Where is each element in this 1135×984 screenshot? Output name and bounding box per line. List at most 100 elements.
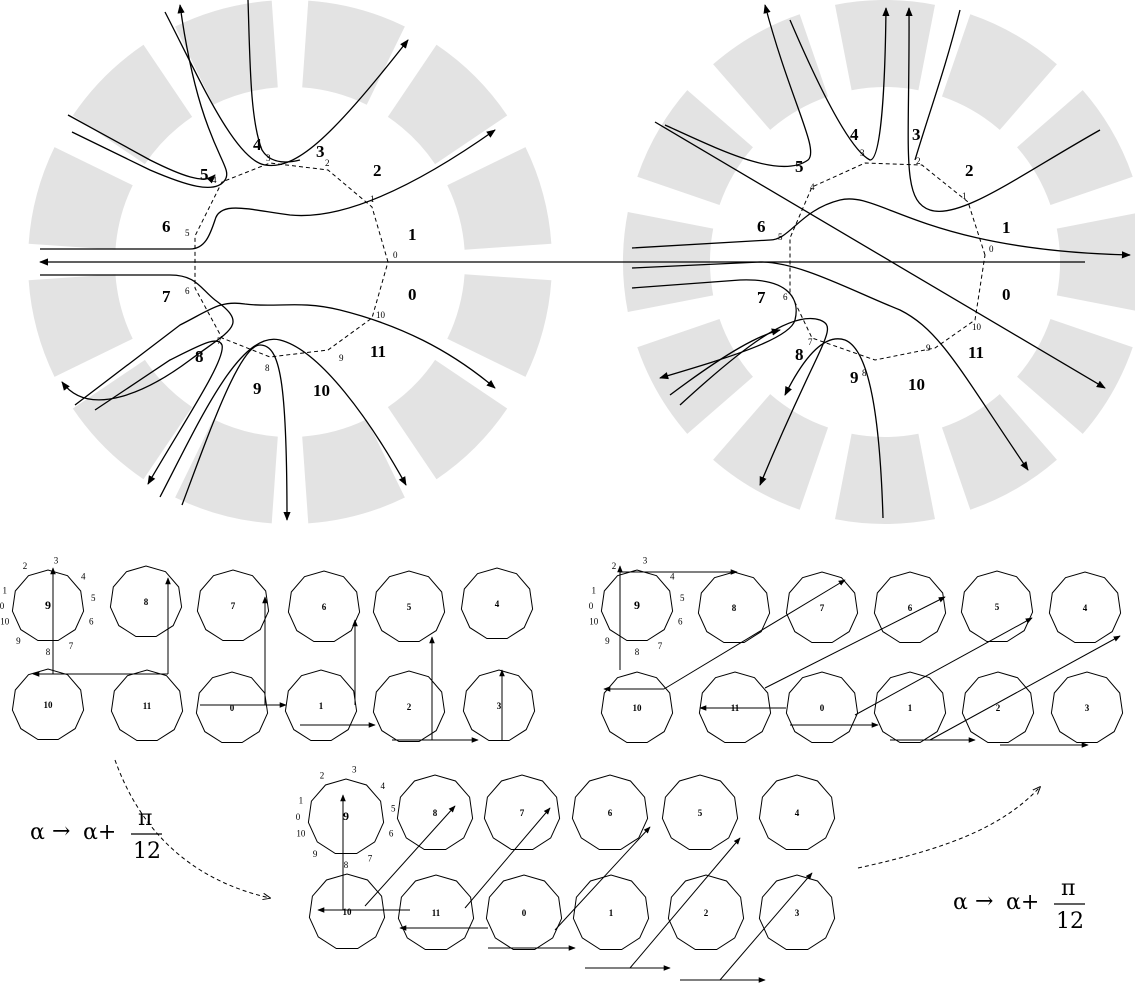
node-label: 3 [795,908,800,918]
node-polygon [483,774,561,850]
left-dashed-polygon [194,162,389,358]
right-vertex-labels: 0 1 2 3 4 5 6 7 8 9 10 [778,148,994,378]
sector-label: 1 [408,225,417,244]
vertex-label: 6 [783,292,788,302]
node-polygon [661,774,739,850]
transform-equation-right: α → α+ π 12 [953,876,1085,934]
sector-label: 11 [968,343,984,362]
vertex-label: 6 [89,617,94,627]
node: 6 [873,571,947,643]
node-polygon [600,671,674,743]
left-vertex-labels: 0 1 2 3 4 5 6 7 8 9 10 [185,153,398,373]
node-polygon [758,874,836,950]
node: 5 [960,570,1034,642]
node: 1 [873,671,947,743]
node: 5 [661,774,739,850]
vertex-label: 3 [352,765,357,775]
node-label: 8 [433,808,438,818]
node: 3 [758,874,836,950]
node: 7 [196,569,270,641]
magnet-sector [1017,318,1133,434]
node-polygon [1048,571,1122,643]
node-polygon [697,571,771,643]
sector-label: 6 [757,217,766,236]
eq-denominator: 12 [1056,909,1084,934]
sector-label: 9 [850,368,859,387]
sector-label: 7 [757,288,766,307]
node: 7 [785,571,859,643]
node: 8 [697,571,771,643]
vertex-label: 6 [678,617,683,627]
node-polygon [110,669,184,741]
magnet-sector [637,90,753,206]
node-polygon [307,778,385,854]
vertex-label: 4 [212,175,217,185]
node: 11 [397,874,475,950]
node: 4 [1048,571,1122,643]
magnet-sector [28,274,133,377]
magnet-sector [302,419,405,524]
right-dashed-polygon [789,162,986,361]
node: 4 [758,774,836,850]
sector-label: 1 [1002,218,1011,237]
vertex-label: 7 [368,854,373,864]
vertex-label: 10 [376,310,386,320]
node: 7 [483,774,561,850]
node-label: 0 [230,703,235,713]
node-label: 4 [495,599,500,609]
node-label: 8 [144,597,149,607]
node-label: 3 [497,701,502,711]
sector-label: 5 [795,157,804,176]
node-polygon [462,669,536,741]
node-label: 6 [908,603,913,613]
sector-label: 3 [316,142,325,161]
vertex-label: 3 [643,556,648,566]
magnet-sector [302,0,405,105]
node-label: 9 [343,809,349,823]
node: 11 [698,671,772,743]
vertex-label: 9 [926,343,931,353]
node: 6 [571,774,649,850]
node-label: 5 [407,602,412,612]
node: 6 [287,570,361,642]
vertex-label: 6 [389,828,394,838]
vertex-label: 1 [299,796,304,806]
node: 2 [667,874,745,950]
vertex-label: 3 [266,153,271,163]
node-label: 5 [995,602,1000,612]
node-label: 4 [1083,603,1088,613]
vertex-label: 6 [185,286,190,296]
sector-label: 7 [162,287,171,306]
eq-arrow: → [52,819,70,844]
sector-label: 6 [162,217,171,236]
vertex-label: 3 [54,556,59,566]
vertex-label: 9 [16,636,21,646]
node-label: 1 [908,703,913,713]
node-label: 9 [45,598,51,612]
node-label: 10 [343,907,353,917]
eq-alpha-plus: α+ [1006,890,1039,915]
vertex-label: 10 [589,617,599,627]
vertex-label: 8 [344,860,349,870]
grid-top-left-arrows [32,567,505,743]
sector-label: 11 [370,342,386,361]
vertex-label: 0 [589,601,594,611]
node-polygon [961,671,1035,743]
vertex-label: 1 [370,194,375,204]
magnet-sector [387,359,508,480]
node: 4 [460,567,534,639]
node-polygon [11,668,85,740]
magnet-sector [941,14,1057,130]
node-polygon [287,570,361,642]
sector-label: 10 [313,381,330,400]
vertex-label: 8 [862,368,867,378]
vertex-label: 7 [658,641,663,651]
grid-top-right-arrows [603,565,1121,748]
magnet-sector [835,433,935,524]
magnet-sector [387,44,508,165]
node: 9 [600,569,674,641]
